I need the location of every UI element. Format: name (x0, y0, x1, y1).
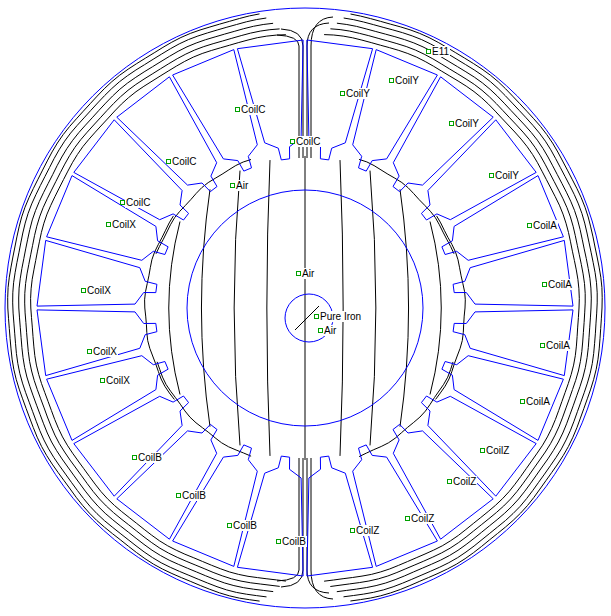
flux-line (307, 458, 329, 593)
flux-line (13, 18, 267, 597)
flux-line (436, 216, 466, 400)
region-label: CoilX (86, 285, 112, 296)
region-label: CoilX (111, 219, 137, 230)
coil-slot (237, 40, 303, 160)
flux-line (400, 189, 409, 426)
region-label: CoilA (532, 220, 558, 231)
region-label: CoilX (105, 375, 131, 386)
coil-slot (37, 310, 157, 376)
coil-slot (307, 456, 373, 576)
region-label: Air (323, 325, 337, 336)
coil-slot (442, 176, 564, 261)
flux-line (350, 14, 602, 601)
coil-slot (47, 356, 169, 441)
flux-line (311, 458, 333, 599)
coil-slot (421, 396, 536, 496)
region-label: CoilA (545, 340, 571, 351)
region-label: CoilA (525, 396, 551, 407)
coil-slot (393, 77, 493, 192)
region-label: CoilZ (410, 513, 435, 524)
flux-line (25, 29, 280, 587)
region-label: CoilZ (485, 445, 510, 456)
flux-line (359, 362, 453, 457)
region-label: E11 (431, 46, 450, 57)
flux-line (157, 362, 251, 456)
flux-line (330, 29, 585, 587)
region-label: CoilB (137, 452, 163, 463)
region-label: CoilC (125, 197, 151, 208)
region-label: CoilB (181, 490, 207, 501)
region-label: CoilY (394, 75, 420, 86)
coil-slot (117, 424, 217, 539)
region-label: Air (301, 268, 315, 279)
coil-slot (37, 240, 157, 306)
coil-slot (453, 240, 573, 306)
region-label: Air (235, 180, 249, 191)
region-label: CoilY (494, 170, 520, 181)
coil-slot (47, 176, 169, 261)
flux-line (31, 35, 286, 581)
flux-line (201, 189, 210, 426)
coil-slot (74, 120, 189, 220)
shaft-line (295, 306, 319, 330)
region-label: CoilB (281, 536, 307, 547)
region-label: CoilX (92, 346, 118, 357)
region-label: CoilC (171, 156, 197, 167)
coil-slot (173, 445, 258, 567)
flux-line (277, 458, 299, 581)
flux-line (430, 222, 441, 395)
region-label: CoilZ (355, 525, 380, 536)
region-label: CoilC (295, 136, 321, 147)
stator-outline (5, 8, 605, 608)
coil-slot (353, 445, 438, 567)
flux-line (324, 35, 579, 582)
coil-slot (453, 310, 573, 376)
flux-line (145, 216, 175, 400)
region-label: CoilB (232, 520, 258, 531)
flux-line (169, 222, 180, 395)
flux-line (359, 159, 454, 253)
region-label: CoilA (547, 279, 573, 290)
region-label: CoilY (454, 118, 480, 129)
flux-line (337, 23, 592, 592)
flux-line (8, 14, 260, 601)
rotor-outline (187, 190, 423, 426)
flux-line (305, 156, 306, 460)
flux-line (344, 18, 598, 597)
region-label: CoilC (240, 104, 266, 115)
flux-line (340, 160, 343, 456)
region-label: CoilY (345, 88, 371, 99)
region-label: Pure Iron (319, 311, 362, 322)
flux-line (267, 160, 270, 456)
flux-line (156, 160, 251, 254)
flux-line (19, 23, 274, 591)
coil-slot (353, 50, 438, 172)
region-label: CoilZ (452, 476, 477, 487)
coil-slot (442, 356, 564, 441)
coil-slot (237, 456, 303, 576)
